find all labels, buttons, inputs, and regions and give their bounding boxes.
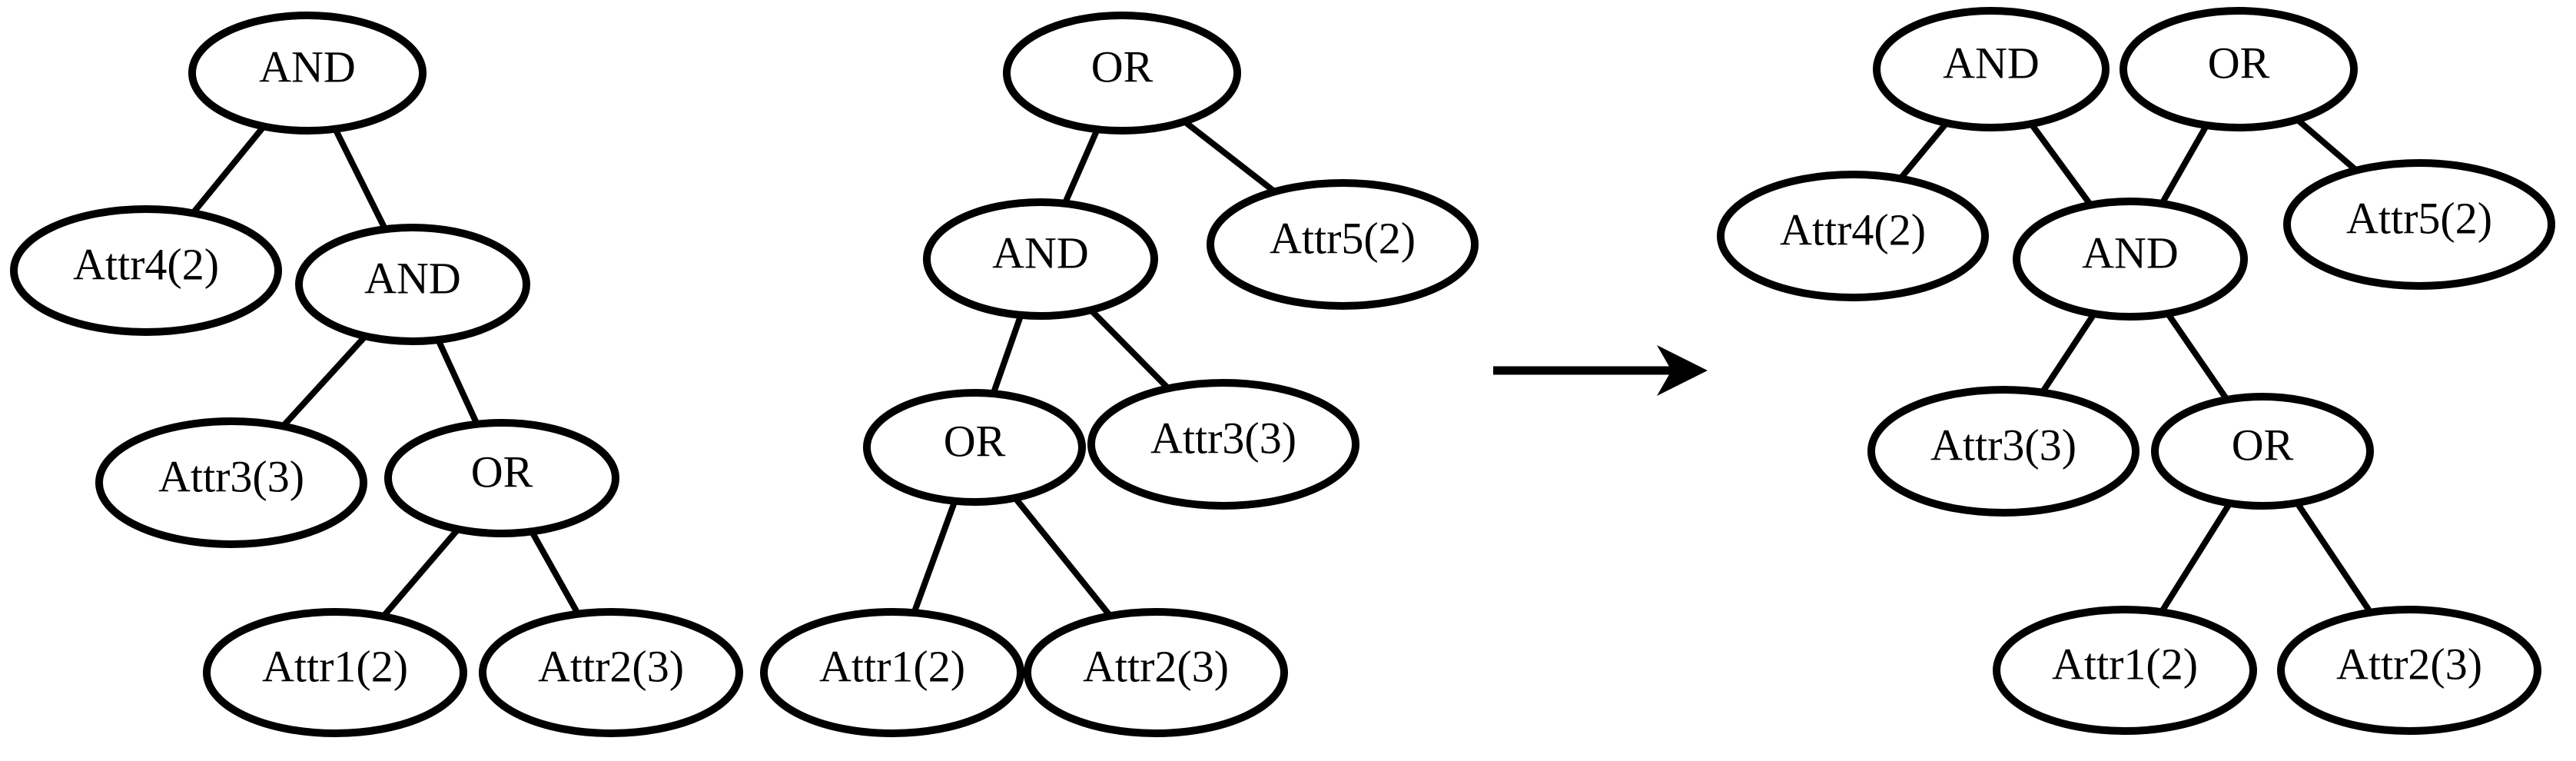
node-attr1-label: Attr1(2) [262, 642, 408, 692]
node-and-root-ellipse [1873, 7, 2110, 131]
node-attr4: Attr4(2) [1717, 171, 1989, 301]
node-attr4: Attr4(2) [10, 205, 282, 336]
node-and-inner: AND [295, 224, 530, 345]
tree-left-source: AND Attr4(2) AND Attr3(3) OR Attr1(2) At… [10, 12, 743, 737]
node-attr2-ellipse [479, 608, 743, 737]
node-attr4-ellipse [1717, 171, 1989, 301]
node-attr2-label: Attr2(3) [538, 642, 684, 692]
node-attr1-ellipse [1993, 606, 2257, 735]
node-and-root: AND [188, 12, 427, 135]
node-attr2-label: Attr2(3) [1083, 642, 1229, 692]
node-attr1-ellipse [203, 608, 467, 737]
node-or-root-label: OR [2208, 38, 2270, 88]
node-attr3-ellipse [95, 417, 367, 548]
right-arrow-icon-head [1657, 345, 1708, 396]
tree-left-edges [143, 71, 614, 675]
node-attr2-ellipse [2277, 606, 2541, 735]
node-attr5-label: Attr5(2) [2346, 194, 2492, 244]
node-attr4-label: Attr4(2) [73, 240, 219, 290]
node-attr1: Attr1(2) [1993, 606, 2257, 735]
node-and-root-ellipse [188, 12, 427, 135]
node-or-label: OR [2232, 420, 2294, 470]
node-attr2: Attr2(3) [2277, 606, 2541, 735]
node-and-label: AND [992, 228, 1089, 278]
node-attr3: Attr3(3) [95, 417, 367, 548]
node-attr3-label: Attr3(3) [1150, 414, 1296, 464]
node-attr5-ellipse [1207, 179, 1479, 310]
node-attr3: Attr3(3) [1867, 386, 2139, 517]
node-or-root-ellipse [2120, 7, 2358, 131]
node-attr1-ellipse [760, 608, 1024, 737]
node-attr5-ellipse [2283, 159, 2555, 290]
node-attr5-label: Attr5(2) [1270, 214, 1416, 264]
node-attr5: Attr5(2) [2283, 159, 2555, 290]
node-or2: OR [863, 389, 1086, 506]
node-and-root: AND [1873, 7, 2110, 131]
node-or-ellipse [384, 419, 619, 537]
node-attr2: Attr2(3) [1024, 608, 1288, 737]
node-attr1: Attr1(2) [203, 608, 467, 737]
node-attr2-ellipse [1024, 608, 1288, 737]
node-attr1-label: Attr1(2) [819, 642, 965, 692]
node-attr3-label: Attr3(3) [1930, 420, 2076, 470]
node-and-shared-label: AND [2082, 228, 2179, 278]
merge-arrow [1493, 345, 1708, 396]
node-and-inner-label: AND [364, 254, 461, 304]
tree-merged-edges [1850, 66, 2422, 673]
node-or: OR [2151, 393, 2374, 510]
node-or-label: OR [471, 447, 533, 497]
node-attr1-label: Attr1(2) [2052, 640, 2198, 690]
node-or2-ellipse [863, 389, 1086, 506]
node-or-root: OR [2120, 7, 2358, 131]
node-and-root-label: AND [1943, 38, 2040, 88]
node-and-ellipse [923, 198, 1158, 320]
node-attr3-label: Attr3(3) [158, 452, 304, 502]
node-or: OR [384, 419, 619, 537]
node-attr2: Attr2(3) [479, 608, 743, 737]
node-attr3-ellipse [1087, 379, 1359, 510]
node-attr4-ellipse [10, 205, 282, 336]
tree-middle-source: OR AND Attr5(2) OR Attr3(3) Attr1(2) Att… [760, 12, 1479, 737]
node-and-shared-ellipse [2013, 198, 2248, 321]
node-attr1: Attr1(2) [760, 608, 1024, 737]
node-or2-label: OR [944, 417, 1006, 467]
node-and-inner-ellipse [295, 224, 530, 345]
node-and: AND [923, 198, 1158, 320]
node-attr3-ellipse [1867, 386, 2139, 517]
node-attr3: Attr3(3) [1087, 379, 1359, 510]
node-or-ellipse [2151, 393, 2374, 510]
node-and-shared: AND [2013, 198, 2248, 321]
tree-middle-edges [889, 70, 1345, 675]
node-attr2-label: Attr2(3) [2336, 640, 2482, 690]
tree-merged-result: AND OR Attr4(2) AND Attr5(2) Attr3(3) OR [1717, 7, 2555, 735]
node-attr5: Attr5(2) [1207, 179, 1479, 310]
node-or-root: OR [1003, 12, 1241, 135]
node-or-root-ellipse [1003, 12, 1241, 135]
node-and-root-label: AND [259, 42, 356, 92]
node-or-root-label: OR [1091, 42, 1154, 92]
node-attr4-label: Attr4(2) [1780, 205, 1926, 255]
